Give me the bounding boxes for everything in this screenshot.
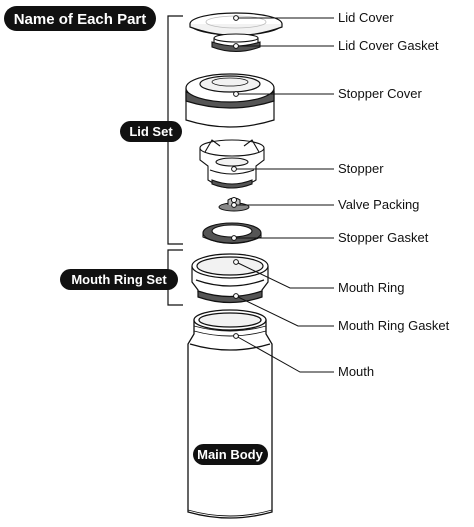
leader-mouth xyxy=(235,335,334,373)
mouth-ring-part xyxy=(191,253,269,304)
label-mouth-ring-gasket: Mouth Ring Gasket xyxy=(338,318,450,333)
label-stopper-cover: Stopper Cover xyxy=(338,86,422,101)
main-body-badge: Main Body xyxy=(193,444,268,465)
lid-set-label: Lid Set xyxy=(129,124,173,139)
mouth-ring-set-badge: Mouth Ring Set xyxy=(60,269,178,290)
leader-lines xyxy=(234,17,334,373)
label-stopper: Stopper xyxy=(338,161,384,176)
leader-mouth-ring xyxy=(235,261,334,289)
label-valve-packing: Valve Packing xyxy=(338,197,419,212)
lid-set-badge: Lid Set xyxy=(120,121,182,142)
label-lid-cover-gasket: Lid Cover Gasket xyxy=(338,38,439,53)
leader-dots xyxy=(231,15,239,339)
label-mouth-ring: Mouth Ring xyxy=(338,280,404,295)
mouth-ring-set-label: Mouth Ring Set xyxy=(71,272,167,287)
main-body-label: Main Body xyxy=(197,447,263,462)
stopper-gasket-part xyxy=(202,222,262,245)
label-stopper-gasket: Stopper Gasket xyxy=(338,230,429,245)
leader-mouth-ring-gasket xyxy=(235,295,334,327)
label-lid-cover: Lid Cover xyxy=(338,10,394,25)
title-badge: Name of Each Part xyxy=(4,6,156,31)
diagram-title: Name of Each Part xyxy=(14,11,147,28)
stopper-cover-part xyxy=(185,73,275,128)
main-body-part xyxy=(187,309,273,519)
label-mouth: Mouth xyxy=(338,364,374,379)
stopper-part xyxy=(199,139,265,189)
